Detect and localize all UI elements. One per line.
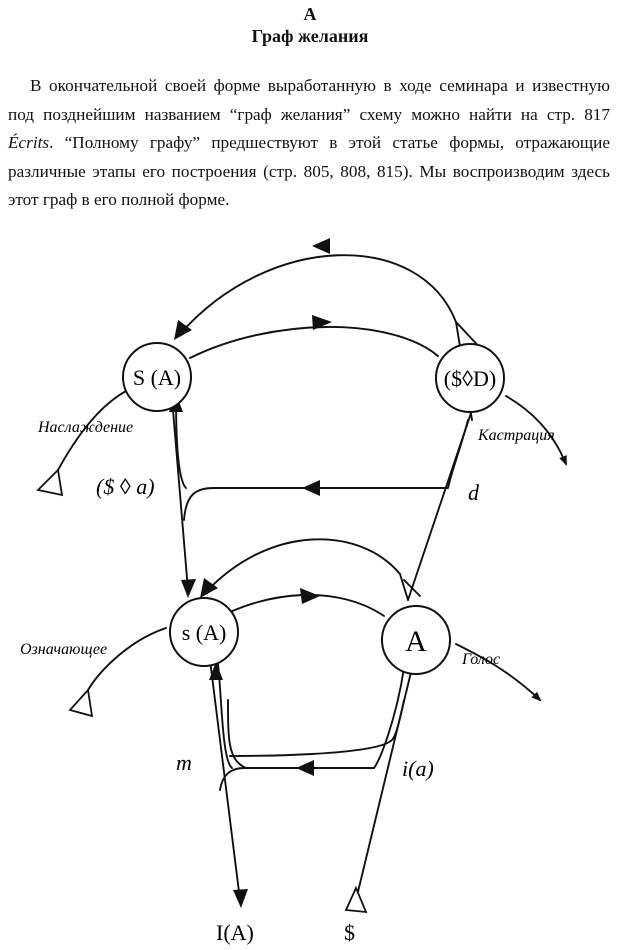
lower-left-curve [227,699,247,769]
upper-return-arc [179,254,457,335]
imaginary-line [219,767,375,791]
right-lower-line-2 [373,667,405,769]
right-upper-join [399,573,421,601]
upper-return-arc-endarrow [174,320,192,340]
label-barred-s-a: ($ ◊ a) [96,474,155,499]
intro-text-1: В окончательной своей форме выработанную… [8,76,610,124]
node-barred-s-d-label: ($◊D) [444,366,496,391]
upper-return-arc-arrow [312,238,330,254]
middle-chain-arc [209,594,385,623]
node-big-a-label: A [405,625,427,658]
intro-text-2: . “Полному графу” предшествуют в этой ст… [8,133,610,210]
node-s-of-a-label: s (A) [182,620,227,645]
barred-s-triangle [344,885,368,914]
section-title: Граф желания [251,26,369,46]
signifier-triangle [68,687,94,718]
node-big-a: A [381,605,451,675]
left-lower-up-arrow [209,662,223,680]
intro-paragraph: В окончательной своей форме выработанную… [8,72,610,215]
node-s-barred-a-label: S (A) [133,365,181,390]
left-upper-vertical-arrow [181,579,196,598]
castration-arrow [505,395,567,466]
intro-italic-ecrits: Écrits [8,133,50,153]
label-jouissance: Наслаждение [37,419,133,436]
label-castration: Кастрация [477,427,555,444]
label-i-big-a: I(A) [216,920,254,945]
upper-chain-arc-arrow [312,315,332,330]
imaginary-line-arrow [296,760,314,776]
jouissance-triangle [36,468,64,497]
left-upper-vertical-1 [171,397,189,591]
fantasy-line [183,419,469,521]
section-letter: А [303,4,317,24]
node-s-barred-a: S (A) [122,342,192,412]
label-i-a: i(a) [402,756,434,781]
label-signifier: Означающее [20,641,107,658]
left-lower-vertical [209,659,241,901]
upper-chain-arc [189,326,439,359]
voice-arrow [455,643,542,702]
middle-return-arc-endarrow [200,578,218,598]
node-barred-s-d: ($◊D) [435,343,505,413]
node-s-of-a: s (A) [169,597,239,667]
label-voice: Голос [461,651,500,668]
middle-left-curve [229,699,405,757]
middle-return-arc [205,538,401,593]
middle-chain-arc-arrow [300,588,320,604]
signifier-line [87,627,167,691]
left-lower-vertical-arrow [233,889,248,908]
fantasy-line-arrow [302,480,320,496]
label-m: m [176,750,192,775]
label-d: d [468,480,480,505]
label-barred-s: $ [344,920,355,945]
